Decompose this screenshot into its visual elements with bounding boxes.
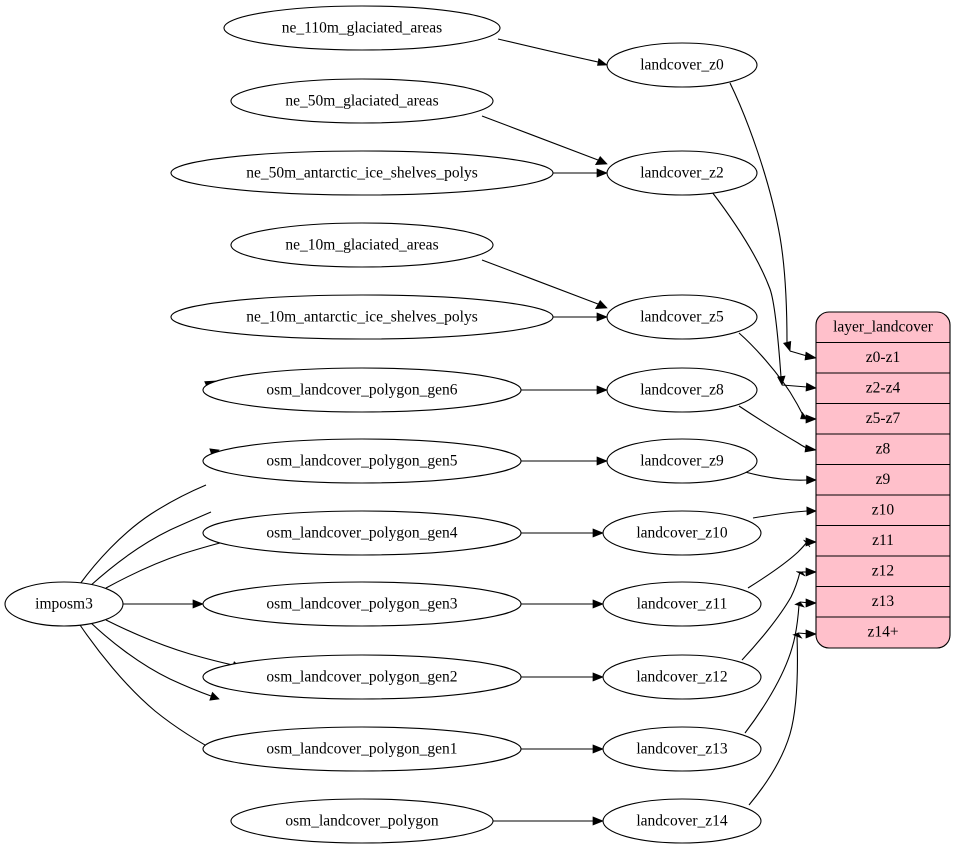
- edge-z8-to-row-z8: [738, 405, 818, 453]
- node-landcover-z5[interactable]: landcover_z5: [606, 294, 758, 340]
- node-label: osm_landcover_polygon_gen4: [266, 525, 457, 542]
- table-row-z14-plus[interactable]: z14+: [867, 624, 898, 641]
- edge-z12-to-row-z12: [741, 567, 817, 661]
- edge-z0-to-row-z0z1: [729, 82, 817, 361]
- node-label: osm_landcover_polygon_gen5: [266, 453, 457, 470]
- node-label: landcover_z0: [640, 57, 724, 74]
- node-label: ne_50m_antarctic_ice_shelves_polys: [246, 165, 478, 182]
- edge-z14-to-row-z14plus: [748, 629, 817, 806]
- node-landcover-z10[interactable]: landcover_z10: [602, 510, 762, 556]
- edge-imposm3-to-gen6: [79, 380, 216, 585]
- node-label: osm_landcover_polygon_gen6: [266, 382, 457, 399]
- edge-z2-to-row-z2z4: [711, 191, 817, 392]
- node-label: landcover_z5: [640, 309, 724, 326]
- node-osm-landcover-polygon-gen6[interactable]: osm_landcover_polygon_gen6: [202, 367, 522, 413]
- edge-z9-to-row-z9: [744, 471, 817, 485]
- node-label: osm_landcover_polygon_gen3: [266, 596, 457, 613]
- node-label: imposm3: [35, 596, 93, 613]
- edge-ne110-to-z0: [497, 38, 608, 66]
- node-label: landcover_z14: [636, 813, 727, 830]
- node-label: landcover_z13: [636, 741, 727, 758]
- node-label: osm_landcover_polygon_gen2: [266, 669, 457, 686]
- node-landcover-z9[interactable]: landcover_z9: [606, 438, 758, 484]
- node-landcover-z8[interactable]: landcover_z8: [606, 367, 758, 413]
- node-osm-landcover-polygon-gen5[interactable]: osm_landcover_polygon_gen5: [202, 438, 522, 484]
- node-ne-110m-glaciated-areas[interactable]: ne_110m_glaciated_areas: [223, 5, 501, 51]
- edge-z13-to-row-z13: [744, 598, 817, 734]
- edge-ne50ant-to-z2: [553, 168, 608, 178]
- node-label: landcover_z9: [640, 453, 724, 470]
- node-label: ne_110m_glaciated_areas: [282, 20, 442, 37]
- node-ne-50m-glaciated-areas[interactable]: ne_50m_glaciated_areas: [230, 78, 494, 124]
- node-layer: ne_110m_glaciated_areas ne_50m_glaciated…: [4, 5, 762, 844]
- node-label: landcover_z2: [640, 165, 724, 182]
- table-row-z9[interactable]: z9: [876, 471, 891, 488]
- table-header-label: layer_landcover: [833, 319, 934, 336]
- edge-z11-to-row-z11: [747, 537, 817, 589]
- layer-landcover-table[interactable]: layer_landcover z0-z1 z2-z4 z5-z7 z8 z9 …: [815, 311, 951, 649]
- node-landcover-z2[interactable]: landcover_z2: [606, 150, 758, 196]
- edge-gen6-to-z8: [521, 385, 608, 395]
- node-landcover-z13[interactable]: landcover_z13: [602, 726, 762, 772]
- table-row-z8[interactable]: z8: [876, 441, 891, 458]
- edge-ne10ant-to-z5: [553, 312, 608, 322]
- edge-gen3-to-z11: [521, 599, 604, 609]
- edge-gen4-to-z10: [521, 528, 604, 538]
- table-row-z2-z4[interactable]: z2-z4: [866, 380, 901, 397]
- edge-polygon-to-z14: [493, 816, 604, 826]
- node-ne-10m-glaciated-areas[interactable]: ne_10m_glaciated_areas: [230, 222, 494, 268]
- table-row-z12[interactable]: z12: [872, 563, 894, 580]
- node-label: ne_10m_glaciated_areas: [285, 237, 438, 254]
- edge-gen1-to-z13: [521, 744, 604, 754]
- node-label: osm_landcover_polygon: [285, 813, 439, 830]
- node-osm-landcover-polygon[interactable]: osm_landcover_polygon: [230, 798, 494, 844]
- node-label: landcover_z11: [637, 596, 728, 613]
- node-osm-landcover-polygon-gen1[interactable]: osm_landcover_polygon_gen1: [202, 726, 522, 772]
- edge-ne50glac-to-z2: [481, 115, 608, 165]
- table-row-z0-z1[interactable]: z0-z1: [866, 349, 900, 366]
- edge-imposm3-to-gen5: [89, 448, 220, 587]
- node-osm-landcover-polygon-gen3[interactable]: osm_landcover_polygon_gen3: [202, 581, 522, 627]
- node-landcover-z12[interactable]: landcover_z12: [602, 654, 762, 700]
- node-label: landcover_z8: [640, 382, 724, 399]
- edge-z5-to-row-z5z7: [738, 332, 817, 424]
- edge-imposm3-to-gen2: [105, 619, 242, 670]
- node-landcover-z11[interactable]: landcover_z11: [602, 581, 762, 627]
- table-row-z13[interactable]: z13: [872, 593, 895, 610]
- node-label: landcover_z12: [636, 669, 727, 686]
- node-ne-10m-antarctic-ice-shelves-polys[interactable]: ne_10m_antarctic_ice_shelves_polys: [170, 294, 554, 340]
- edge-gen2-to-z12: [521, 672, 604, 682]
- table-row-z11[interactable]: z11: [872, 532, 894, 549]
- node-label: landcover_z10: [636, 525, 727, 542]
- edge-gen5-to-z9: [521, 456, 608, 466]
- node-imposm3[interactable]: imposm3: [4, 581, 124, 627]
- edge-imposm3-to-gen3: [123, 599, 204, 609]
- node-label: osm_landcover_polygon_gen1: [266, 741, 457, 758]
- edge-imposm3-to-gen1: [89, 621, 220, 701]
- node-landcover-z14[interactable]: landcover_z14: [602, 798, 762, 844]
- edge-imposm3-to-polygon: [79, 624, 235, 761]
- edge-z10-to-row-z10: [752, 506, 817, 519]
- node-label: ne_50m_glaciated_areas: [285, 93, 438, 110]
- node-osm-landcover-polygon-gen2[interactable]: osm_landcover_polygon_gen2: [202, 654, 522, 700]
- edge-ne10glac-to-z5: [481, 259, 608, 309]
- node-label: ne_10m_antarctic_ice_shelves_polys: [246, 309, 478, 326]
- node-landcover-z0[interactable]: landcover_z0: [606, 42, 758, 88]
- node-osm-landcover-polygon-gen4[interactable]: osm_landcover_polygon_gen4: [202, 510, 522, 556]
- table-row-z10[interactable]: z10: [872, 502, 895, 519]
- node-ne-50m-antarctic-ice-shelves-polys[interactable]: ne_50m_antarctic_ice_shelves_polys: [170, 150, 554, 196]
- table-row-z5-z7[interactable]: z5-z7: [866, 410, 901, 427]
- edge-layer: [79, 38, 818, 826]
